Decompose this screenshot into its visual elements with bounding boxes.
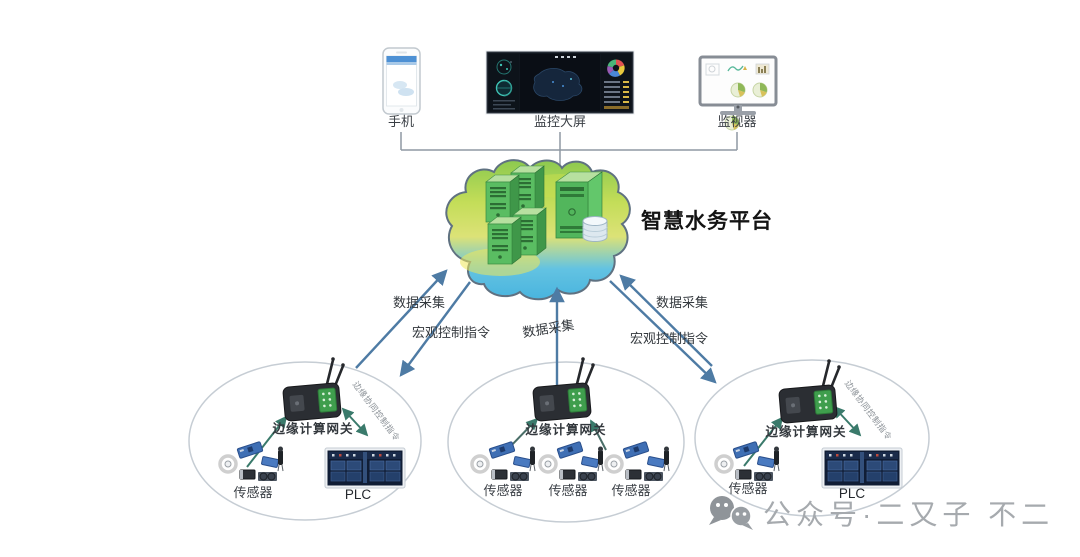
big-screen-label: 监控大屏: [534, 114, 586, 129]
plc-label: PLC: [345, 487, 372, 502]
sensor-label: 传感器: [728, 481, 767, 496]
monitor-pie-chart: [730, 82, 746, 98]
sensor-to-gateway-arrow: [246, 415, 288, 468]
site-ellipse-middle: [447, 361, 685, 523]
gateway-plc-arrow: [341, 407, 369, 437]
right-data-collect-label: 数据采集: [656, 295, 708, 310]
site-middle: 边缘计算网关 传感器 传感器 传感器: [470, 355, 671, 498]
plc-icon: [821, 447, 903, 489]
sensor-label: 传感器: [611, 483, 650, 498]
platform-title: 智慧水务平台: [641, 209, 773, 233]
middle-data-collect-label: 数据采集: [521, 317, 575, 340]
left-control-arrow: [399, 281, 471, 377]
database-icon: [582, 216, 608, 242]
right-data-collect-arrow: [619, 274, 713, 367]
left-data-collect-label: 数据采集: [393, 295, 445, 310]
phone-icon: [382, 47, 421, 115]
right-control-arrow: [609, 280, 717, 384]
server-icon: [487, 216, 522, 265]
gateway-plc-arrow: [832, 405, 862, 437]
monitor-pie-chart: [752, 82, 768, 98]
wechat-icon: [709, 496, 753, 530]
monitor-icon: [698, 55, 778, 131]
sensor-label: 传感器: [548, 483, 587, 498]
server-cluster-icon: [485, 165, 547, 265]
plc-label: PLC: [839, 486, 866, 501]
big-screen-icon: [485, 50, 635, 115]
sensor-to-gateway-arrow: [590, 419, 607, 451]
gateway-label: 边缘计算网关: [271, 421, 353, 436]
left-data-collect-arrow: [355, 269, 448, 369]
plc-icon: [324, 447, 406, 489]
phone-label: 手机: [388, 114, 414, 129]
watermark-text: 公众号·二又子 不二: [763, 499, 1054, 530]
sensor-to-gateway-arrow: [743, 416, 784, 467]
sensor-label: 传感器: [233, 485, 272, 500]
monitor-label: 监视器: [717, 114, 756, 129]
gateway-label: 边缘计算网关: [764, 424, 846, 439]
watermark: 公众号·二又子 不二: [709, 496, 1054, 530]
top-connector-lines: [400, 132, 738, 168]
left-control-label: 宏观控制指令: [412, 325, 490, 340]
gateway-label: 边缘计算网关: [524, 422, 606, 437]
cloud-site-arrows: [355, 269, 717, 392]
sensor-label: 传感器: [483, 483, 522, 498]
right-control-label: 宏观控制指令: [630, 331, 708, 346]
